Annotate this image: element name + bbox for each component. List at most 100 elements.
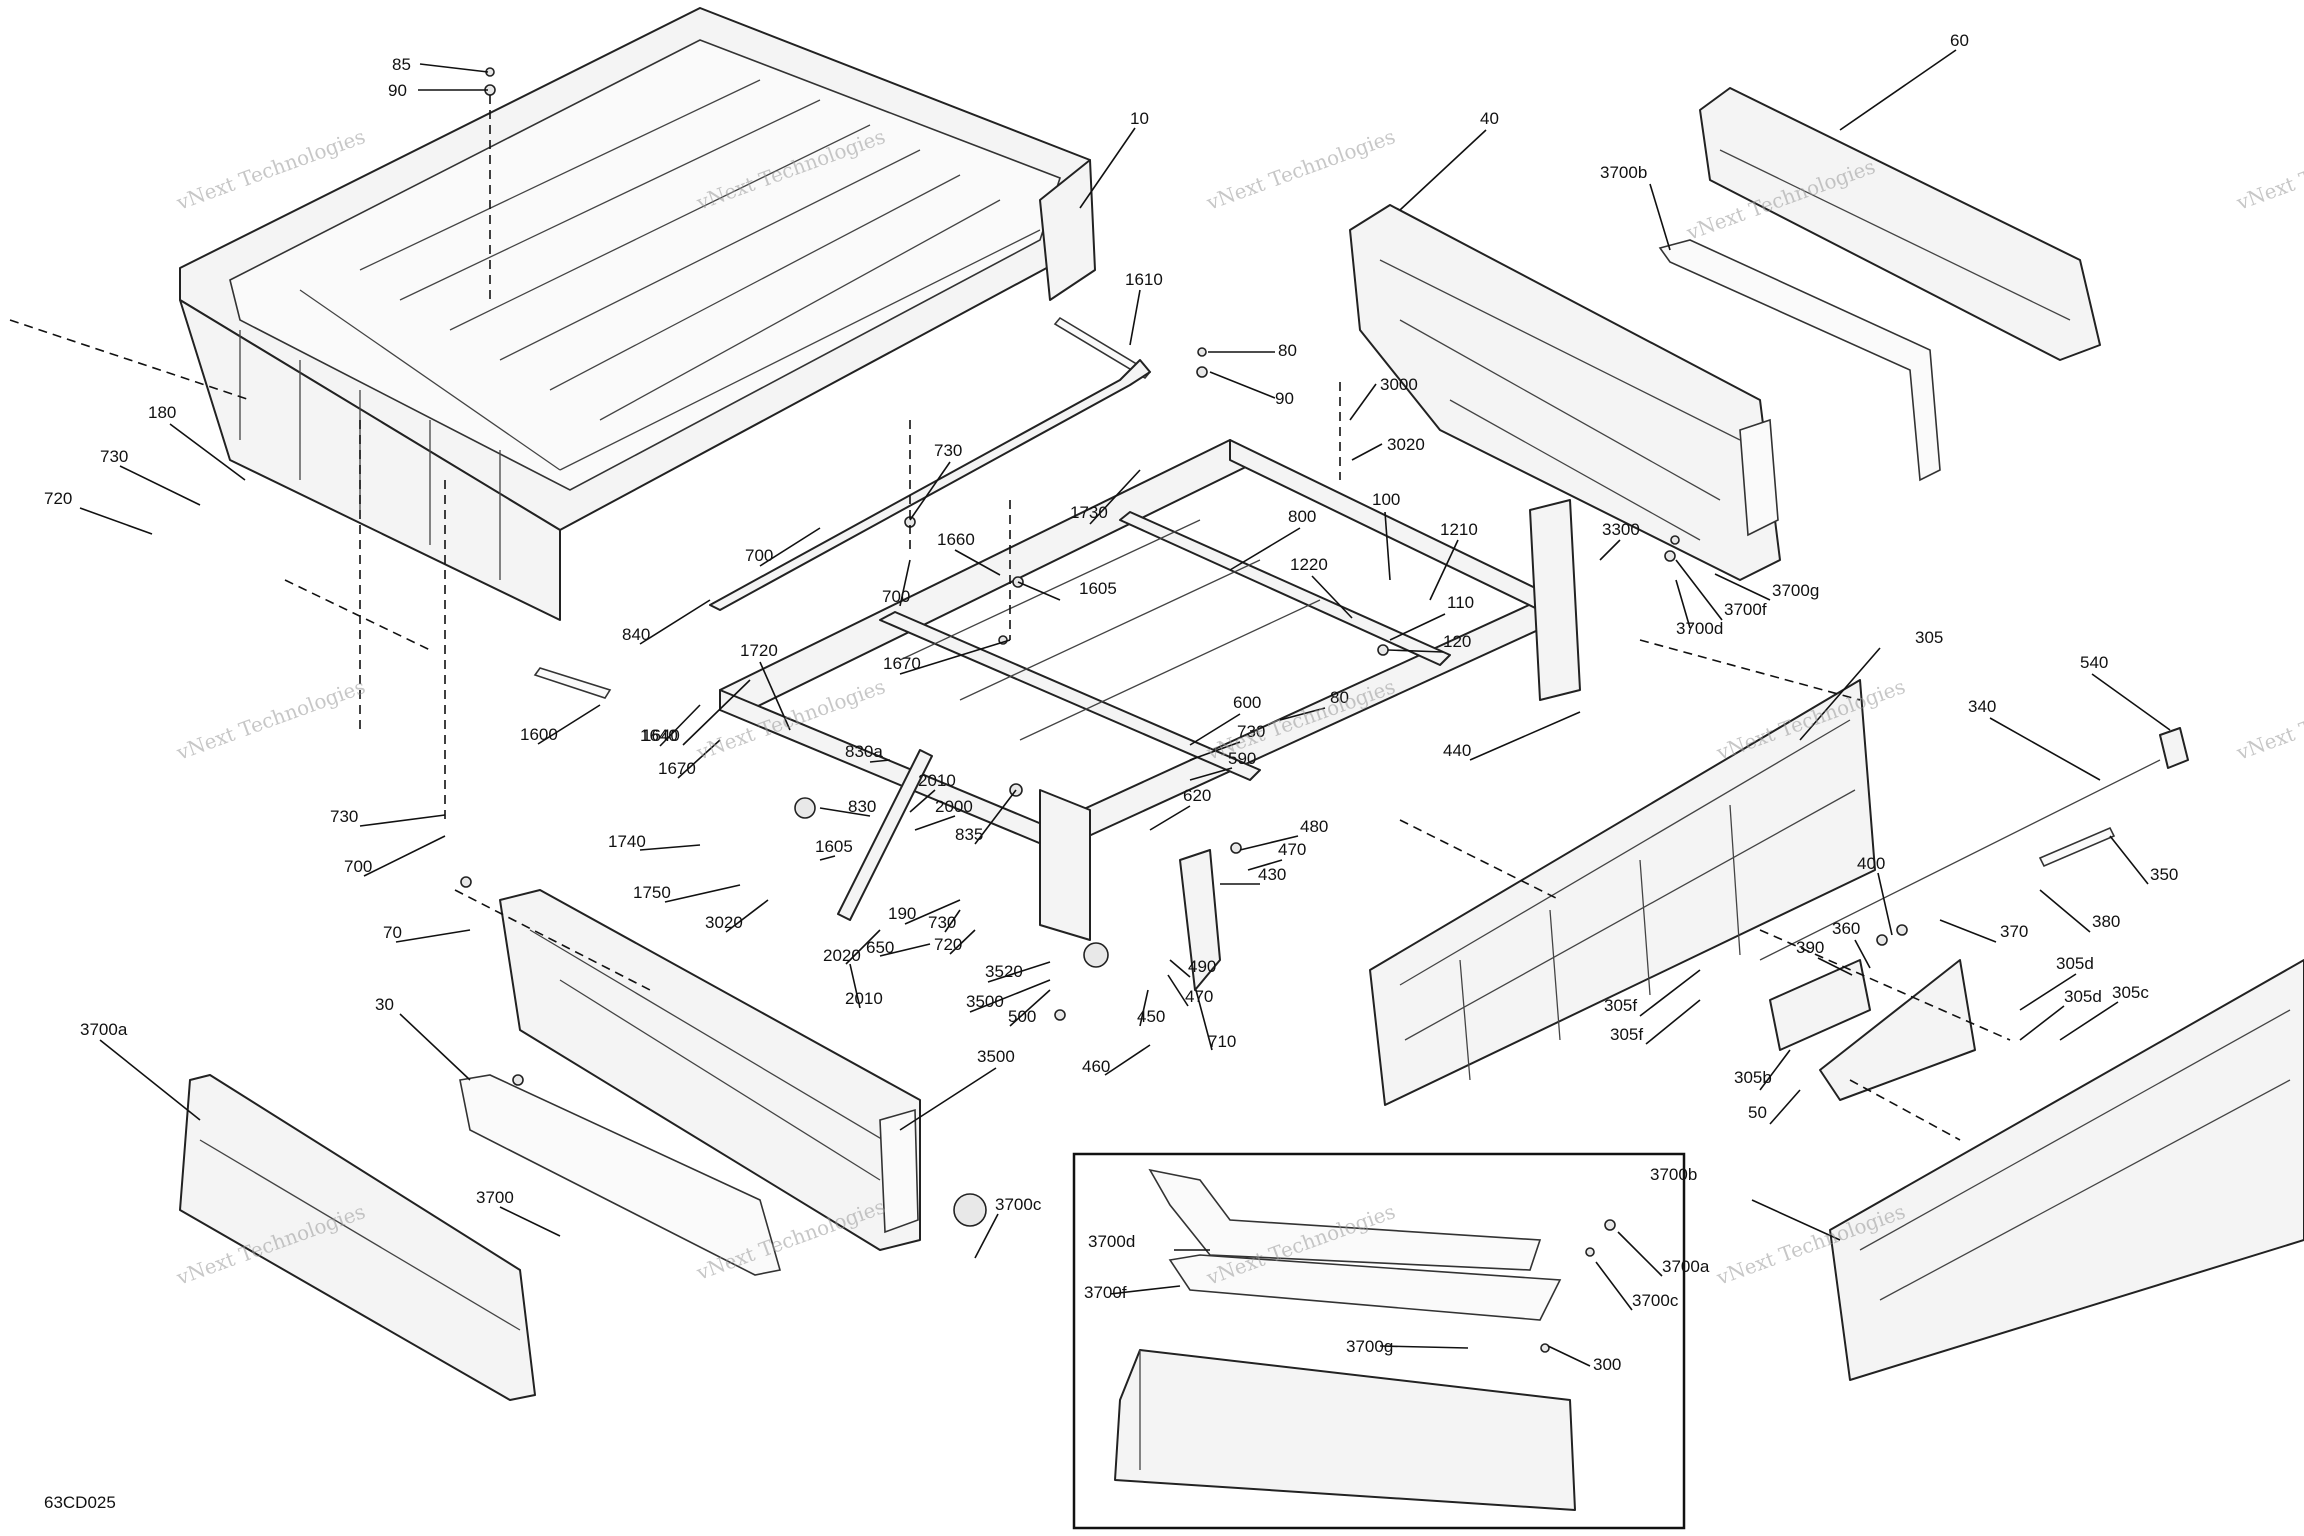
callout-leader-line <box>819 807 871 817</box>
callout-leader-line <box>639 844 701 851</box>
callout-leader-line <box>664 884 741 903</box>
callout-label-305f: 305f <box>1604 996 1637 1015</box>
callout-label-3700b: 3700b <box>1600 163 1647 182</box>
trim-strip-3700a-part <box>459 1074 782 1276</box>
callout-label-100: 100 <box>1372 490 1400 509</box>
callout-leader-line <box>1675 579 1691 629</box>
callout-label-305c: 305c <box>2112 983 2149 1002</box>
callout-label-190: 190 <box>888 904 916 923</box>
callout-label-1660: 1660 <box>937 530 975 549</box>
callout-leader-line <box>1595 1261 1633 1311</box>
callout-leader-line <box>395 929 471 943</box>
callout-leader-line <box>974 789 1017 845</box>
callout-label-40: 40 <box>1480 109 1499 128</box>
callout-label-1730: 1730 <box>1070 503 1108 522</box>
callout-label-730: 730 <box>928 913 956 932</box>
callout-leader-line <box>1349 383 1377 421</box>
callout-label-10: 10 <box>1130 109 1149 128</box>
callout-leader-line <box>2019 973 2077 1011</box>
callout-leader-line <box>1079 127 1136 209</box>
callout-labels: 859010161080904030003020603700b180730720… <box>44 31 2178 1374</box>
callout-leader-line <box>677 739 721 779</box>
callout-leader-line <box>1675 559 1723 621</box>
callout-label-3020: 3020 <box>1387 435 1425 454</box>
callout-leader-line <box>2059 1001 2119 1041</box>
callout-label-840: 840 <box>622 625 650 644</box>
callout-leader-line <box>819 855 836 861</box>
callout-label-720: 720 <box>44 489 72 508</box>
callout-leader-line <box>1469 711 1581 761</box>
callout-leader-line <box>899 559 911 607</box>
callout-label-305d: 305d <box>2056 954 2094 973</box>
callout-leader-line <box>1799 647 1881 741</box>
callout-label-2000: 2000 <box>935 797 973 816</box>
callout-label-360: 360 <box>1832 919 1860 938</box>
callout-leader-line <box>987 961 1051 983</box>
callout-leader-line <box>1247 859 1283 871</box>
callout-leader-line <box>1167 974 1189 1007</box>
drawing-code: 63CD025 <box>44 1493 116 1512</box>
callout-label-1600: 1600 <box>520 725 558 744</box>
callout-label-370: 370 <box>2000 922 2028 941</box>
callout-leader-line <box>2039 889 2091 933</box>
callout-label-3500: 3500 <box>966 992 1004 1011</box>
callout-label-80: 80 <box>1330 688 1349 707</box>
callout-leader-line <box>1279 707 1326 721</box>
callout-leader-line <box>659 704 701 747</box>
callout-leader-line <box>1089 469 1141 525</box>
tailgate-frame-305-part <box>1369 679 1876 1106</box>
callout-leader-line <box>1645 999 1701 1045</box>
callout-leader-line <box>1854 939 1871 969</box>
callout-label-80: 80 <box>1278 341 1297 360</box>
callout-label-1610: 1610 <box>1125 270 1163 289</box>
callout-leader-line <box>899 1067 997 1131</box>
callout-leader-line <box>914 815 956 831</box>
callout-label-590: 590 <box>1228 749 1256 768</box>
watermark-text: vNext Technologies <box>2233 124 2304 215</box>
callout-leader-line <box>869 759 891 763</box>
callout-label-90: 90 <box>1275 389 1294 408</box>
callout-label-1605: 1605 <box>815 837 853 856</box>
callout-label-180: 180 <box>148 403 176 422</box>
callout-leader-line <box>1384 511 1391 581</box>
callout-label-700: 700 <box>745 546 773 565</box>
callout-label-440: 440 <box>1443 741 1471 760</box>
callout-label-730: 730 <box>934 441 962 460</box>
callout-label-1210: 1210 <box>1440 520 1478 539</box>
callout-leader-line <box>1311 575 1353 619</box>
callout-label-300: 300 <box>1593 1355 1621 1374</box>
callout-label-470: 470 <box>1278 840 1306 859</box>
callout-leader-line <box>1169 959 1191 978</box>
callout-label-730: 730 <box>1237 722 1265 741</box>
callout-label-3700d: 3700d <box>1676 619 1723 638</box>
callout-leader-line <box>1599 539 1621 561</box>
callout-label-650: 650 <box>866 938 894 957</box>
callout-leader-line <box>359 814 446 827</box>
callout-leader-line <box>1714 573 1771 601</box>
callout-label-3020: 3020 <box>705 913 743 932</box>
callout-label-2020: 2020 <box>823 946 861 965</box>
callout-leader-line <box>1769 1089 1801 1125</box>
callout-leader-line <box>1639 969 1701 1017</box>
callout-leader-line <box>79 507 153 535</box>
callout-label-1605: 1605 <box>1079 579 1117 598</box>
exploded-guide-lines <box>9 95 2011 1141</box>
tailgate-panel-300-part <box>1829 959 2304 1381</box>
callout-leader-line <box>363 835 446 877</box>
callout-label-830a: 830a <box>845 742 883 761</box>
callout-leader-line <box>1389 613 1446 641</box>
callout-label-305: 305 <box>1915 628 1943 647</box>
callout-label-2010: 2010 <box>845 989 883 1008</box>
callout-label-700: 700 <box>344 857 372 876</box>
side-cover-50-part <box>179 1074 536 1401</box>
callout-label-1750: 1750 <box>633 883 671 902</box>
callout-label-3700f: 3700f <box>1724 600 1767 619</box>
callout-label-480: 480 <box>1300 817 1328 836</box>
callout-label-1720: 1720 <box>740 641 778 660</box>
callout-label-390: 390 <box>1796 938 1824 957</box>
callout-leader-line <box>1617 1231 1663 1277</box>
callout-label-490: 490 <box>1188 957 1216 976</box>
callout-leader-line <box>639 599 711 645</box>
callout-leader-line <box>1189 741 1241 761</box>
